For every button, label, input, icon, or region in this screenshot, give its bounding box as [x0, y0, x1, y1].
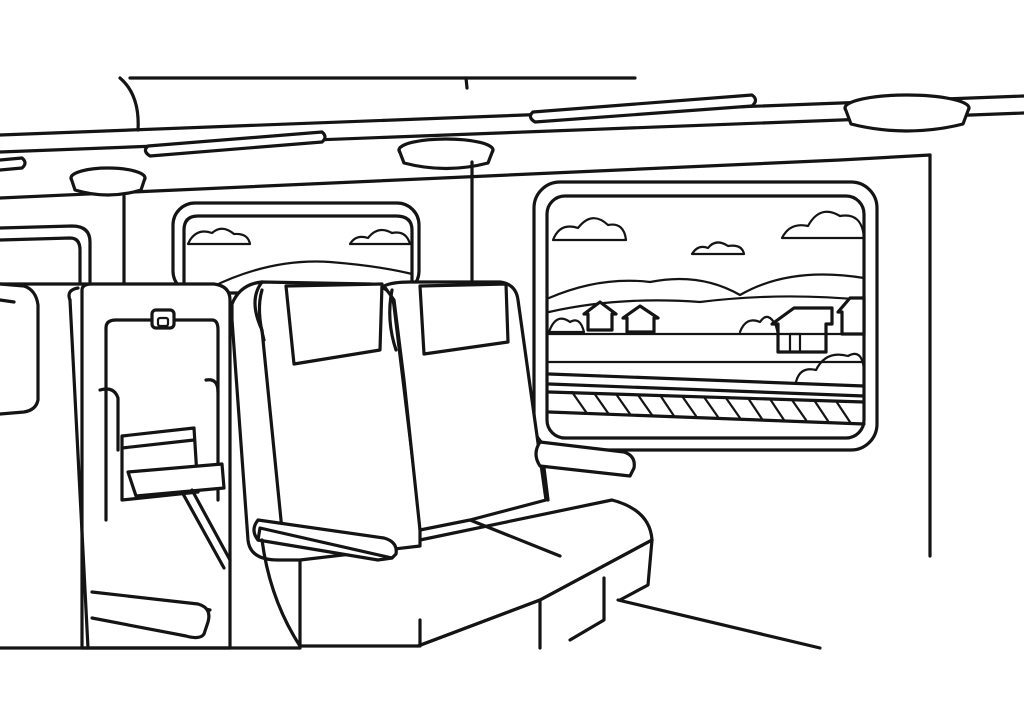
armrest-window-side — [534, 440, 636, 502]
bushes — [547, 315, 866, 384]
double-seat — [230, 280, 654, 650]
seat-with-tray-table — [67, 282, 232, 650]
ceiling-light-strip — [528, 93, 758, 124]
house-icon — [621, 304, 660, 334]
seat-back-left — [230, 280, 422, 562]
hills — [547, 273, 866, 314]
cloud-icon — [186, 227, 252, 246]
armrest — [90, 590, 211, 640]
seat-cushion — [298, 498, 654, 650]
cloud-icon — [551, 217, 628, 242]
seat-back-right — [382, 280, 548, 532]
folding-tray-table — [126, 462, 232, 570]
window-middle — [171, 201, 421, 295]
armrest — [252, 518, 398, 648]
tray-latch-icon — [150, 308, 176, 330]
window-far-left — [0, 224, 92, 286]
ceiling-dome-light — [397, 137, 495, 171]
window-right — [532, 180, 879, 452]
headrest-cover — [284, 282, 384, 366]
wall-panels — [122, 153, 932, 650]
cloud-icon — [690, 241, 746, 256]
seat-pocket — [120, 426, 200, 502]
headrest-cover — [418, 282, 510, 356]
railway-track — [547, 372, 866, 426]
cloud-icon — [780, 210, 866, 240]
ceiling-light-strip — [0, 156, 27, 172]
ceiling-dome-light — [843, 93, 971, 133]
ceiling-dome-light — [69, 166, 147, 197]
cloud-icon — [348, 228, 412, 246]
seat-far-left — [0, 282, 40, 416]
ceiling-light-strip — [143, 130, 327, 158]
house-icon — [582, 300, 618, 332]
